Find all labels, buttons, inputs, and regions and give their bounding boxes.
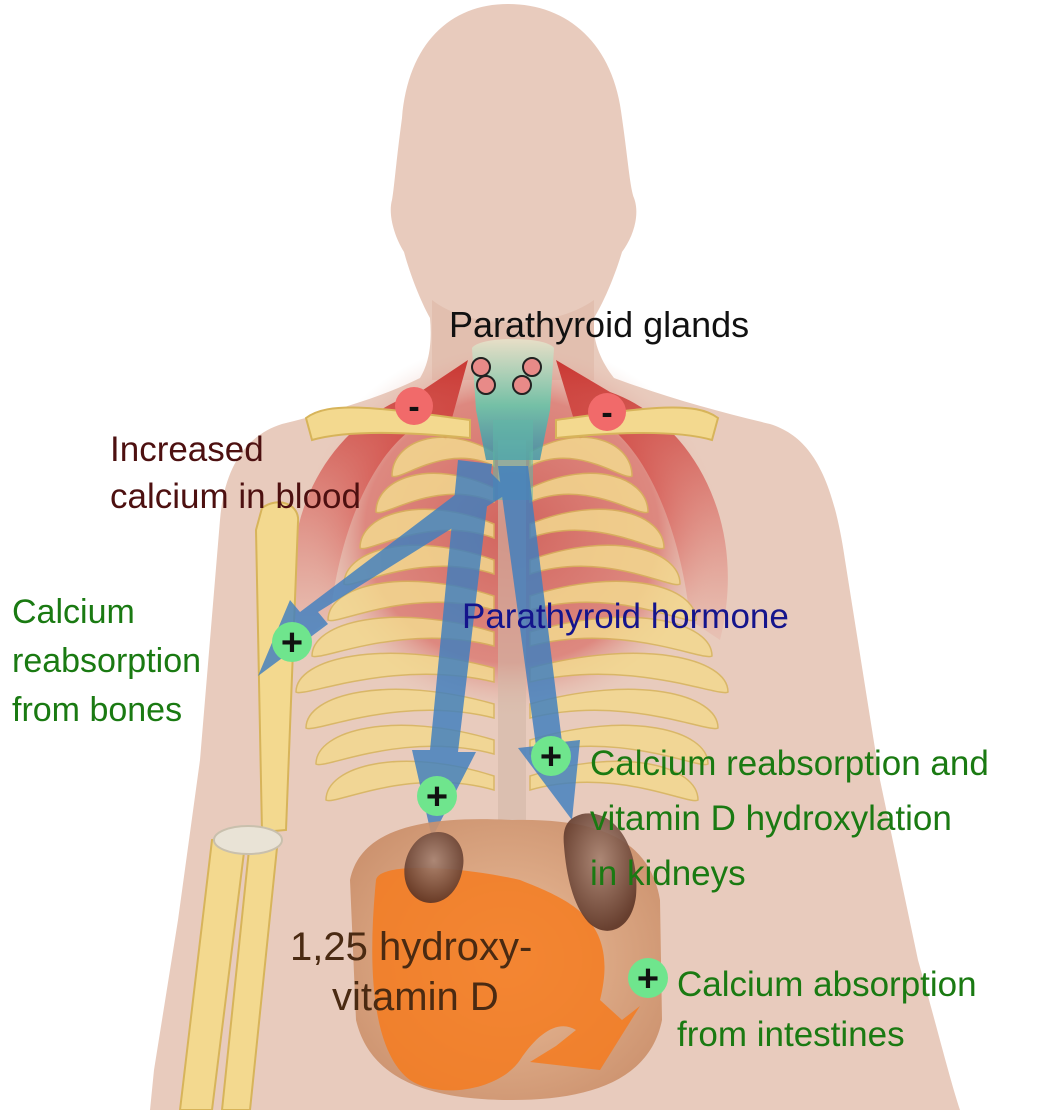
label-intestine-effect-line-2: from intestines [677, 1015, 905, 1054]
stimulate-marker-intestines: + [628, 958, 668, 1000]
label-increased-calcium-line-2: calcium in blood [110, 477, 361, 516]
label-bone-reabsorption-line-1: Calcium [12, 593, 135, 631]
parathyroid-glands [471, 357, 542, 395]
rib-right [529, 436, 633, 478]
rib-right [529, 508, 665, 550]
label-bone-reabsorption: Calcium reabsorption from bones [12, 588, 201, 735]
stimulate-marker-kidneys-symbol: + [540, 736, 562, 778]
rib-right [529, 472, 649, 514]
rib-right [529, 652, 729, 694]
label-parathyroid-hormone-text: Parathyroid hormone [462, 597, 789, 636]
label-bone-reabsorption-line-2: reabsorption [12, 642, 202, 680]
hormone-arrow-to-left-kidney [412, 460, 492, 838]
stimulate-marker-intestines-symbol: + [637, 958, 659, 1000]
right-kidney [563, 813, 637, 931]
hormone-arrow-to-bones [258, 470, 510, 676]
hormone-arrow-to-right-kidney [498, 466, 580, 820]
stimulate-marker-left-kidney-symbol: + [426, 776, 448, 818]
stimulate-marker-bones: + [272, 622, 312, 664]
label-parathyroid-hormone: Parathyroid hormone [462, 596, 789, 638]
label-kidney-effect-line-2: vitamin D hydroxylation [590, 799, 952, 838]
label-parathyroid-glands-text: Parathyroid glands [449, 304, 750, 345]
inhibit-marker: - [588, 393, 626, 432]
hormone-arrows [258, 460, 580, 838]
label-intestine-effect: Calcium absorption from intestines [677, 960, 977, 1060]
rib-left [391, 436, 495, 478]
label-kidney-effect: Calcium reabsorption and vitamin D hydro… [590, 736, 989, 901]
label-intestine-effect-line-1: Calcium absorption [677, 965, 977, 1004]
stimulate-marker-bones-symbol: + [281, 622, 303, 664]
label-kidney-effect-line-1: Calcium reabsorption and [590, 744, 989, 783]
label-bone-reabsorption-line-3: from bones [12, 691, 183, 729]
stimulate-marker-kidneys: + [531, 736, 571, 778]
kidneys [404, 813, 637, 931]
inhibit-marker-left-symbol: - [408, 388, 419, 426]
label-increased-calcium-line-1: Increased [110, 430, 264, 469]
label-increased-calcium: Increased calcium in blood [110, 426, 361, 520]
rib-right [529, 544, 681, 586]
vitamin-d-pathway [372, 867, 640, 1091]
label-kidney-effect-line-3: in kidneys [590, 854, 746, 893]
rib-right [529, 580, 697, 622]
inhibit-marker-right-symbol: - [601, 394, 612, 432]
label-parathyroid-glands: Parathyroid glands [449, 304, 749, 346]
label-vitamin-d: 1,25 hydroxy- vitamin D [290, 922, 532, 1022]
inhibit-marker: - [395, 387, 433, 426]
rib-right [529, 724, 709, 766]
label-vitamin-d-line-2: vitamin D [332, 975, 499, 1019]
stimulate-marker-left-kidney: + [417, 776, 457, 818]
rib-right [529, 688, 719, 730]
arm-bones [178, 501, 300, 1110]
left-kidney [404, 832, 464, 903]
label-vitamin-d-line-1: 1,25 hydroxy- [290, 925, 533, 969]
rib-right [529, 616, 713, 658]
